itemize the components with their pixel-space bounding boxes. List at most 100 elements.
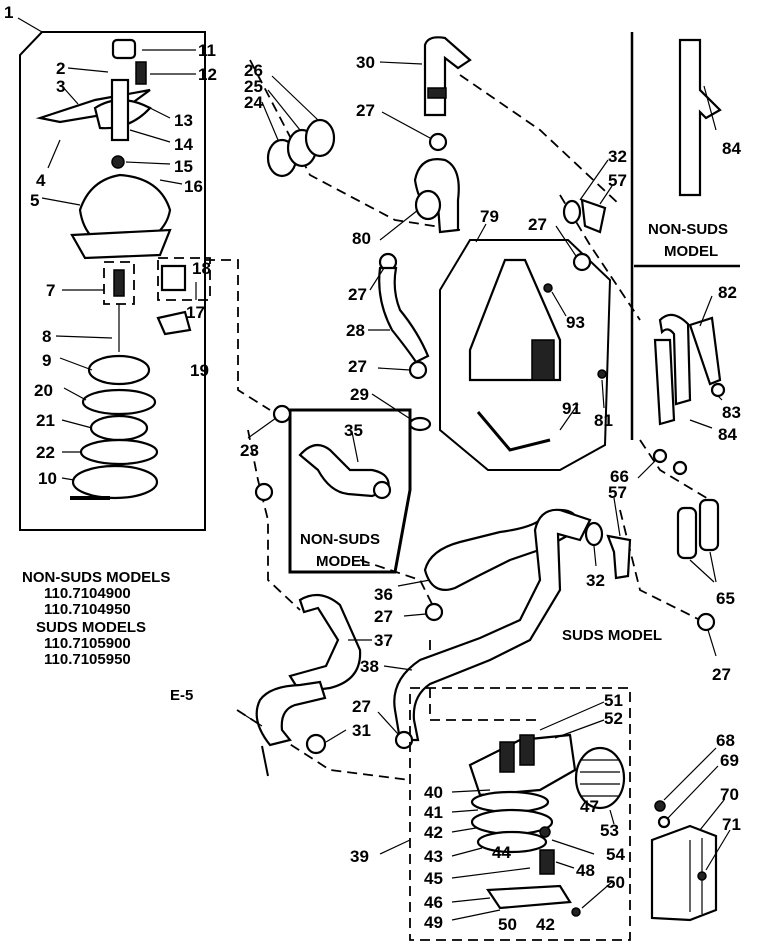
models-line-4: SUDS MODELS	[36, 619, 146, 636]
part-35-clamp	[372, 480, 392, 500]
hose-28-group	[368, 252, 432, 432]
part-53-coil	[574, 746, 626, 810]
part-65-66-group	[637, 448, 720, 583]
part-22	[79, 438, 159, 466]
callout-65: 65	[716, 589, 735, 608]
models-line-3: 110.7104950	[44, 601, 131, 618]
callout-70: 70	[720, 785, 739, 804]
part-82-hose	[658, 313, 692, 406]
part-66-b	[672, 460, 688, 476]
part-28-hose	[378, 266, 430, 364]
callout-48: 48	[576, 861, 595, 880]
callout-27-d: 27	[528, 215, 547, 234]
drain-pump-assembly	[379, 687, 631, 941]
part-27-clamp-f	[394, 730, 414, 750]
valve-assembly	[379, 36, 472, 241]
part-27-clamp-e	[424, 602, 444, 622]
part-27-clamp-g	[696, 612, 716, 632]
callout-51: 51	[604, 691, 623, 710]
callout-42-b: 42	[536, 915, 555, 934]
callout-11: 11	[198, 41, 216, 60]
callout-12: 12	[198, 65, 217, 84]
callout-25: 25	[244, 77, 263, 96]
callout-52: 52	[604, 709, 623, 728]
callout-23: 23	[240, 441, 259, 460]
callout-50-a: 50	[498, 915, 517, 934]
part-7	[113, 269, 125, 297]
part-66-a	[652, 448, 668, 464]
callout-71: 71	[722, 815, 741, 834]
callout-27-b: 27	[348, 285, 367, 304]
part-10	[71, 464, 159, 500]
part-91	[476, 411, 551, 452]
callout-53: 53	[600, 821, 619, 840]
callout-42-a: 42	[424, 823, 443, 842]
callout-32-a: 32	[608, 147, 627, 166]
non-suds-top: NON-SUDS MODEL	[630, 32, 740, 440]
part-5-flange	[70, 228, 172, 260]
part-82-hose-b	[688, 316, 722, 386]
callout-21: 21	[36, 411, 55, 430]
callout-26: 26	[244, 61, 263, 80]
part-9	[87, 354, 151, 386]
callout-28: 28	[346, 321, 365, 340]
part-26	[304, 118, 336, 158]
callout-82: 82	[718, 283, 737, 302]
non-suds-mid-label-2: MODEL	[316, 553, 370, 570]
part-18-group	[157, 257, 211, 301]
callout-29: 29	[350, 385, 369, 404]
part-69	[657, 815, 671, 829]
part-27-clamp-c	[408, 360, 428, 380]
part-20	[81, 388, 157, 416]
callout-17: 17	[186, 303, 205, 322]
part-71	[697, 871, 707, 881]
non-suds-mid-frame	[288, 408, 412, 574]
callout-30: 30	[356, 53, 375, 72]
callout-9: 9	[42, 351, 51, 370]
callout-27-g: 27	[712, 665, 731, 684]
models-line-6: 110.7105950	[44, 651, 131, 668]
callout-68: 68	[716, 731, 735, 750]
gasket-set	[261, 75, 336, 178]
callout-39: 39	[350, 847, 369, 866]
part-50	[571, 907, 581, 917]
callout-22: 22	[36, 443, 55, 462]
page-code: E-5	[170, 687, 193, 704]
callout-45: 45	[424, 869, 443, 888]
part-23-a	[272, 404, 292, 424]
callout-27-c: 27	[348, 357, 367, 376]
callout-41: 41	[424, 803, 443, 822]
part-47	[539, 826, 551, 838]
callout-54: 54	[606, 845, 625, 864]
pump-assembly	[19, 31, 211, 531]
models-line-1: NON-SUDS MODELS	[22, 569, 170, 586]
part-65-a	[676, 506, 698, 560]
callout-49: 49	[424, 913, 443, 932]
part-32-a	[562, 199, 582, 225]
part-30-band	[427, 87, 447, 99]
callout-7: 7	[46, 281, 55, 300]
callout-35: 35	[344, 421, 363, 440]
callout-36: 36	[374, 585, 393, 604]
non-suds-mid: NON-SUDS MODEL	[288, 408, 412, 574]
part-35-hose	[298, 443, 390, 498]
callout-16: 16	[184, 177, 203, 196]
callout-20: 20	[34, 381, 53, 400]
callout-19: 19	[190, 361, 209, 380]
callout-38: 38	[360, 657, 379, 676]
callout-3: 3	[56, 77, 65, 96]
fittings-top-right	[555, 159, 613, 272]
callout-81: 81	[594, 411, 613, 430]
part-70-bracket	[650, 824, 718, 922]
callout-27-f: 27	[352, 697, 371, 716]
text-notes: SUDS MODEL NON-SUDS MODELS 110.7104900 1…	[22, 569, 662, 704]
callout-numbers: 1 2 3 4 5 7 8 9 10 11 12 13 14 15 16 17 …	[4, 3, 741, 934]
callout-14: 14	[174, 135, 193, 154]
part-12	[135, 61, 147, 85]
left-leaders	[17, 17, 197, 481]
callout-57-a: 57	[608, 171, 627, 190]
part-39-frame	[409, 687, 631, 941]
part-37-lower	[255, 680, 327, 747]
callout-57-b: 57	[608, 483, 627, 502]
